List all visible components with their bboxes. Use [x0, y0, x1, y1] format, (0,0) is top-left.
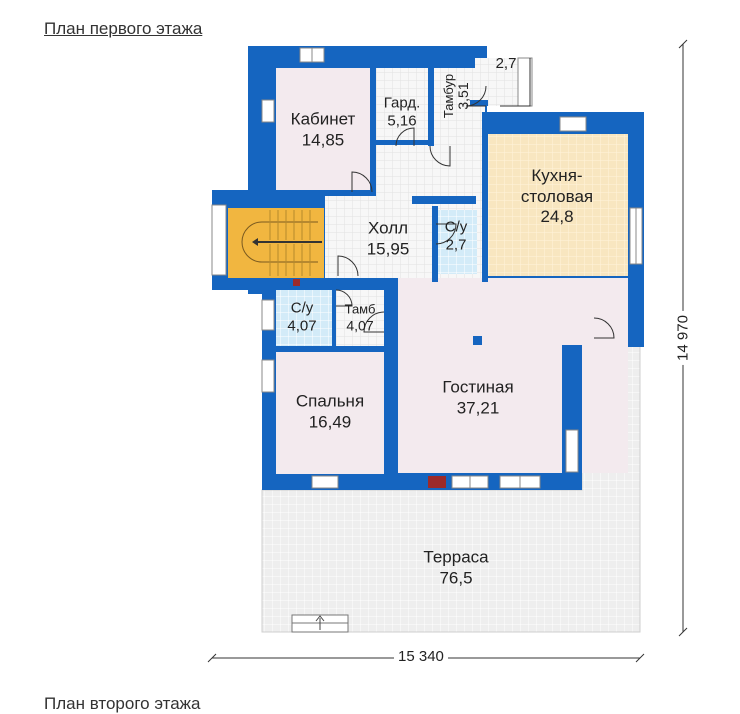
room-kitchen-name-1: Кухня- — [531, 165, 583, 185]
room-tamb-bottom-name: Тамб — [344, 301, 376, 317]
room-terrace-name: Терраса — [423, 547, 489, 567]
dimension-height: 14 970 — [674, 311, 692, 365]
room-bedroom-area: 16,49 — [308, 412, 352, 431]
living-floor-right — [560, 278, 628, 348]
fireplace — [428, 476, 446, 488]
tamb-bottom-floor — [336, 290, 384, 346]
garderob-floor — [374, 68, 430, 140]
kitchen-floor — [486, 134, 628, 276]
room-wc-bottom-area: 4,07 — [287, 318, 317, 335]
room-wc-top-area: 2,7 — [445, 237, 467, 254]
room-tambur-top: Тамбур 3,51 — [440, 73, 471, 119]
room-living-name: Гостиная — [442, 377, 514, 397]
room-wc-bottom: С/у 4,07 — [287, 300, 316, 337]
room-kitchen-name-2: столовая — [520, 186, 594, 206]
column — [473, 336, 482, 345]
room-tambur-top-name: Тамбур — [440, 73, 456, 119]
terrace-steps — [291, 614, 349, 633]
wc-bottom-floor — [276, 290, 332, 346]
room-wc-top: С/у 2,7 — [445, 219, 468, 256]
room-wc-top-name: С/у — [444, 218, 468, 236]
next-section-title: План второго этажа — [44, 694, 201, 713]
room-wc-bottom-name: С/у — [290, 299, 314, 317]
room-hall: Холл 15,95 — [367, 218, 410, 259]
room-cabinet-area: 14,85 — [301, 130, 345, 149]
room-terrace: Терраса 76,5 — [423, 547, 488, 588]
room-garderob-area: 5,16 — [387, 113, 417, 130]
room-porch-area: 2,7 — [495, 54, 517, 72]
room-tamb-bottom: Тамб 4,07 — [345, 302, 376, 335]
room-hall-area: 15,95 — [366, 239, 410, 258]
room-bedroom-name: Спальня — [295, 391, 365, 411]
bedroom-floor — [276, 352, 384, 474]
dimension-width: 15 340 — [394, 648, 448, 665]
page-title: План первого этажа — [44, 19, 203, 38]
room-bedroom: Спальня 16,49 — [296, 391, 364, 432]
room-cabinet: Кабинет 14,85 — [291, 109, 356, 150]
room-porch: 2,7 — [496, 55, 517, 73]
room-garderob: Гард. 5,16 — [384, 95, 421, 132]
room-tamb-bottom-area: 4,07 — [346, 317, 374, 334]
porch-floor — [475, 58, 523, 106]
doors — [335, 58, 615, 339]
window-mullions — [311, 48, 637, 488]
room-garderob-name: Гард. — [383, 94, 421, 112]
cabinet-floor — [276, 68, 370, 194]
room-hall-name: Холл — [367, 218, 409, 238]
staircase — [228, 208, 324, 278]
living-lower-fill — [398, 346, 562, 473]
hall-floor-left — [325, 190, 375, 280]
room-cabinet-name: Кабинет — [290, 109, 356, 129]
room-kitchen-area: 24,8 — [540, 207, 574, 227]
room-terrace-area: 76,5 — [439, 568, 473, 587]
room-living: Гостиная 37,21 — [442, 377, 513, 418]
room-living-area: 37,21 — [456, 398, 500, 417]
room-tambur-top-area: 3,51 — [454, 82, 471, 110]
room-kitchen: Кухня- столовая 24,8 — [521, 166, 593, 228]
